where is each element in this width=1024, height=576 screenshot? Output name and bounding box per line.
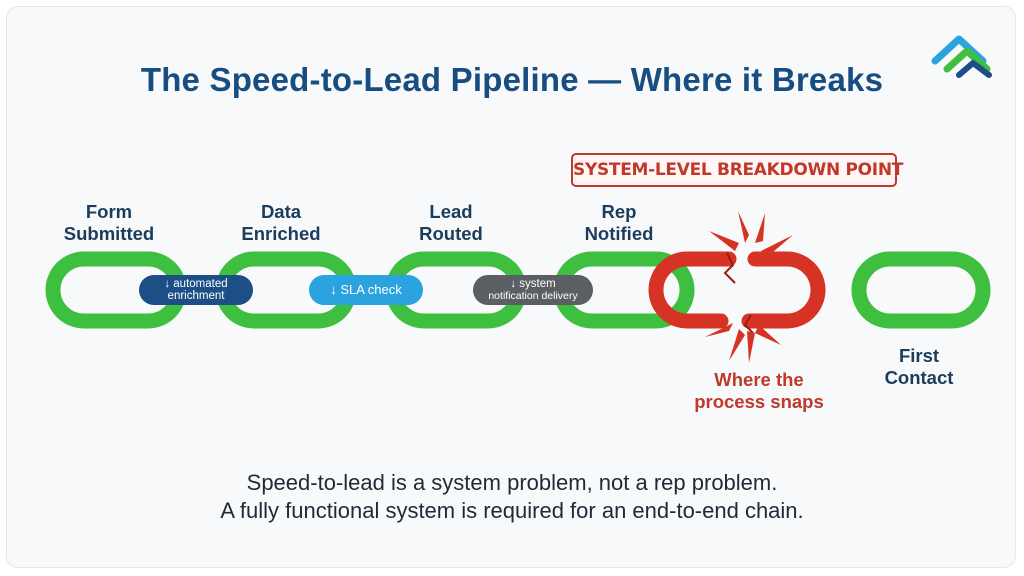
breakdown-badge: SYSTEM-LEVEL BREAKDOWN POINT: [571, 153, 903, 187]
broken-link-left-half: [648, 251, 737, 329]
connector-sla-check: ↓ SLA check: [309, 275, 423, 305]
broken-link-right-half: [741, 251, 826, 329]
stage-label-lead-routed: Lead Routed: [419, 201, 483, 244]
connector-automated-enrichment: ↓ automated enrichment: [139, 275, 253, 305]
snap-label: Where the process snaps: [694, 369, 824, 412]
burst-break-icon: [705, 211, 793, 363]
page-title: The Speed-to-Lead Pipeline — Where it Br…: [140, 61, 884, 98]
stage-label-rep-notified: Rep Notified: [584, 201, 654, 244]
brand-logo-icon: [931, 35, 992, 78]
connector-notification-delivery: ↓ system notification delivery: [473, 275, 593, 305]
stage-label-first-contact: First Contact: [884, 345, 954, 388]
summary-line-2: A fully functional system is required fo…: [220, 498, 804, 523]
stage-label-data-enriched: Data Enriched: [241, 201, 321, 244]
diagram-card: The Speed-to-Lead Pipeline — Where it Br…: [6, 6, 1016, 568]
stage-label-form-submitted: Form Submitted: [63, 201, 155, 244]
chain-link-first-contact: [851, 251, 991, 329]
summary-text: Speed-to-lead is a system problem, not a…: [7, 469, 1015, 525]
summary-line-1: Speed-to-lead is a system problem, not a…: [246, 470, 778, 495]
